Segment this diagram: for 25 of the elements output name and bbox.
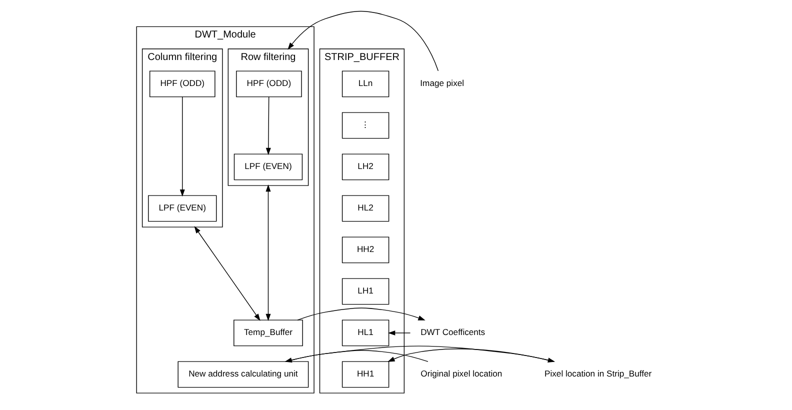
arrow [265,184,270,322]
node-box: HPF (ODD) [148,70,215,98]
node-text: DWT Coefficents [420,327,485,338]
node-box: LPF (EVEN) [233,154,302,180]
node-box: HH1 [341,361,389,388]
node-box: HL1 [341,320,389,346]
arrow [179,96,184,197]
node-box: LLn [341,70,389,98]
node-box: ⋮ [341,112,389,139]
node-box: LH1 [341,278,389,305]
node-text: Pixel location in Strip_Buffer [544,368,652,379]
arrow [287,10,438,72]
arrow [296,308,425,320]
node-text: Image pixel [420,78,464,88]
node-box: LH2 [341,154,389,180]
arrow [388,330,410,336]
node-box: HH2 [341,236,389,264]
node-box: LPF (EVEN) [148,195,216,222]
arrow [265,96,270,156]
node-box: Temp_Buffer [233,320,302,346]
node-box: HPF (ODD) [236,70,302,98]
node-box: HL2 [341,195,389,222]
node-text: Original pixel location [420,368,502,379]
node-box: New address calculating unit [177,361,308,388]
arrow [194,226,260,321]
